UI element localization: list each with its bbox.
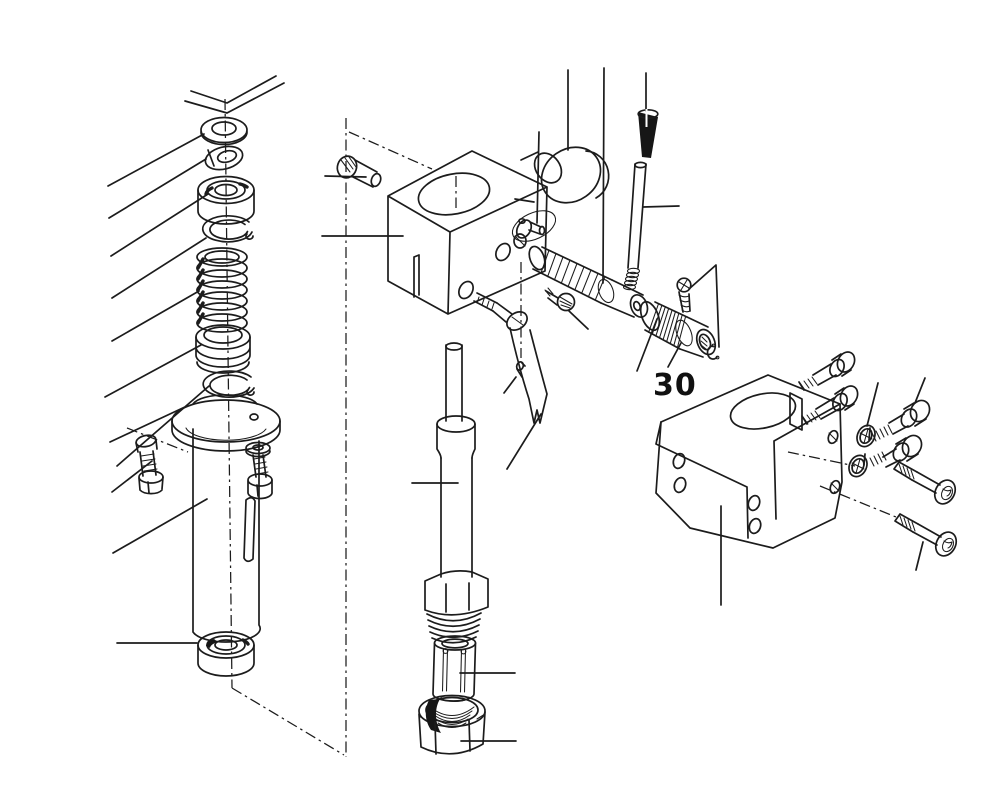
spindle-rod <box>445 342 463 422</box>
flange-plate <box>171 394 281 452</box>
flat-washer <box>200 116 248 146</box>
head-block <box>387 150 548 315</box>
stud-with-nuts <box>135 434 164 495</box>
spindle-head-assembly <box>321 67 680 470</box>
socket-screw <box>336 155 382 188</box>
cheese-head-screw-1 <box>868 399 931 442</box>
knob-screw <box>676 277 692 313</box>
socket-head-screw-2 <box>894 513 958 557</box>
cap-screw-lower <box>801 385 859 425</box>
hex-section <box>424 570 489 616</box>
quill-spring-stack-assembly <box>104 75 347 757</box>
retaining-clip <box>706 343 720 360</box>
countersunk-washer-1 <box>856 424 876 448</box>
collet <box>432 635 477 703</box>
clamp-lever <box>473 292 548 424</box>
pinion-shaft <box>528 245 649 318</box>
screw-axes-centerlines <box>787 451 897 518</box>
threaded-section <box>426 612 482 644</box>
screw-axis-centerline <box>348 131 433 170</box>
snap-ring <box>201 214 254 243</box>
cheese-head-screw-2 <box>863 434 923 468</box>
leader-lines-right <box>636 264 926 606</box>
ball-bearing <box>197 175 255 225</box>
base-plate-corner <box>184 75 285 114</box>
depth-stop-rod <box>627 161 647 269</box>
countersunk-washer-2 <box>848 454 868 478</box>
thumb-screw <box>544 287 576 312</box>
depth-stop-cap <box>637 108 659 158</box>
rod-spring <box>622 267 641 291</box>
bell-housing <box>511 146 610 249</box>
socket-head-screw-1 <box>893 461 957 505</box>
seal-ring-stack <box>195 324 251 374</box>
lock-washer <box>204 145 244 171</box>
cap-screw-upper <box>798 351 856 391</box>
quill-tube <box>192 428 262 643</box>
leader-lines-middle <box>321 67 680 470</box>
leader-lines-left <box>104 133 210 644</box>
leader-lines-spindle <box>411 482 517 742</box>
centerline-left <box>126 98 347 757</box>
coil-spring <box>196 247 248 333</box>
spindle-tube <box>440 457 473 578</box>
set-screw <box>515 361 526 378</box>
collar <box>436 415 476 459</box>
lower-ball-bearing <box>197 631 255 677</box>
collet-nut <box>418 694 486 755</box>
mounting-bracket-assembly <box>636 264 958 606</box>
housing-pin <box>528 221 546 236</box>
adjusting-knob <box>639 300 717 358</box>
part-number-callout: 30 <box>653 368 697 403</box>
bracket-block <box>655 374 843 549</box>
spindle-shaft-assembly <box>411 342 517 755</box>
